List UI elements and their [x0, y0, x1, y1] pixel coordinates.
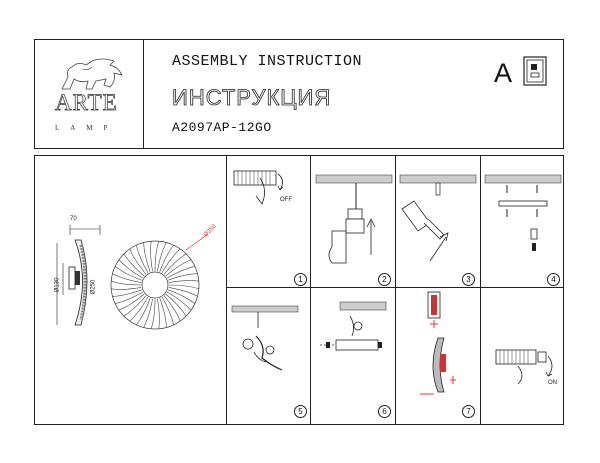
lamp-petal — [161, 248, 181, 274]
lamp-petal — [157, 298, 160, 329]
lamp-petal — [168, 273, 198, 281]
lamp-petal — [168, 289, 196, 304]
lamp-petal — [136, 245, 149, 274]
lamp-petal — [168, 280, 199, 283]
lamp-petal — [123, 295, 147, 317]
step1-off-label: OFF — [280, 197, 292, 203]
step3-hammer-dowel — [399, 174, 477, 262]
step7-attach-shade — [420, 291, 456, 395]
grid-divider — [226, 155, 227, 425]
lamp-front-view — [110, 240, 200, 330]
griffin-logo-icon — [61, 58, 123, 90]
lamp-petal — [163, 295, 181, 322]
lamp-center-disc — [141, 271, 169, 299]
lamp-petal — [150, 298, 156, 329]
brand-subtitle: LAMP — [55, 124, 119, 132]
title-russian: ИНСТРУКЦИЯ — [172, 85, 332, 111]
step4-number: 4 — [547, 273, 560, 286]
lamp-petal — [143, 242, 151, 272]
lamp-petal — [166, 291, 192, 311]
step3-number: 3 — [462, 273, 475, 286]
lamp-petal — [112, 273, 142, 283]
lamp-petal — [112, 289, 142, 297]
header-panel — [34, 39, 564, 149]
step6-number: 6 — [378, 405, 391, 418]
lamp-petal — [150, 241, 153, 272]
step2-drill-ceiling — [315, 174, 393, 264]
brand-name: ARTE — [55, 90, 118, 116]
step4-mount-bracket — [484, 174, 562, 251]
lamp-petal — [111, 287, 142, 290]
step2-number: 2 — [378, 273, 391, 286]
header-divider — [143, 39, 144, 149]
lamp-petal — [154, 241, 160, 272]
lamp-petal — [165, 259, 192, 277]
manual-letter: A — [494, 58, 513, 88]
lamp-petal — [123, 253, 145, 277]
lamp-petal — [115, 291, 144, 304]
model-code: A2097AP-12GO — [172, 120, 272, 135]
grid-divider — [480, 155, 481, 425]
step1-number: 1 — [294, 273, 307, 286]
step8-on-label: ON — [548, 380, 557, 386]
lamp-petal — [118, 259, 144, 279]
lamp-petal — [129, 248, 147, 275]
step7-number: 7 — [462, 405, 475, 418]
lamp-petal — [111, 280, 142, 286]
diameter-arrow — [185, 233, 209, 251]
title-english: ASSEMBLY INSTRUCTION — [172, 53, 363, 70]
manual-book-icon — [523, 56, 547, 86]
lamp-petal — [114, 266, 142, 281]
lamp-petal — [161, 296, 174, 325]
step5-number: 5 — [294, 405, 307, 418]
inner-height-dimension: Ø130 — [54, 277, 61, 293]
lamp-side-view — [56, 225, 101, 326]
lamp-petal — [159, 298, 167, 328]
lamp-petal — [143, 298, 153, 328]
grid-divider — [310, 155, 311, 425]
lamp-petal — [168, 284, 199, 290]
lamp-petal — [129, 296, 149, 322]
step8-screw-bulb — [495, 349, 553, 385]
grid-divider — [226, 287, 564, 288]
grid-divider — [395, 155, 396, 425]
lamp-petal — [136, 298, 151, 326]
lamp-petal — [168, 287, 198, 297]
total-height-dimension: Ø250 — [90, 279, 97, 295]
lamp-petal — [159, 244, 174, 272]
step5-connect-wires — [231, 305, 299, 371]
step6-fix-body — [320, 301, 387, 351]
lamp-petal — [118, 293, 145, 311]
depth-dimension: 70 — [70, 216, 77, 222]
lamp-petal — [163, 253, 187, 275]
lamp-petal — [166, 266, 195, 279]
lamp-outer-rim — [110, 240, 200, 330]
lamp-petal — [165, 293, 187, 317]
step1-unscrew-bulb — [233, 170, 284, 205]
instruction-panel — [34, 155, 564, 425]
lamp-petal — [157, 242, 167, 272]
